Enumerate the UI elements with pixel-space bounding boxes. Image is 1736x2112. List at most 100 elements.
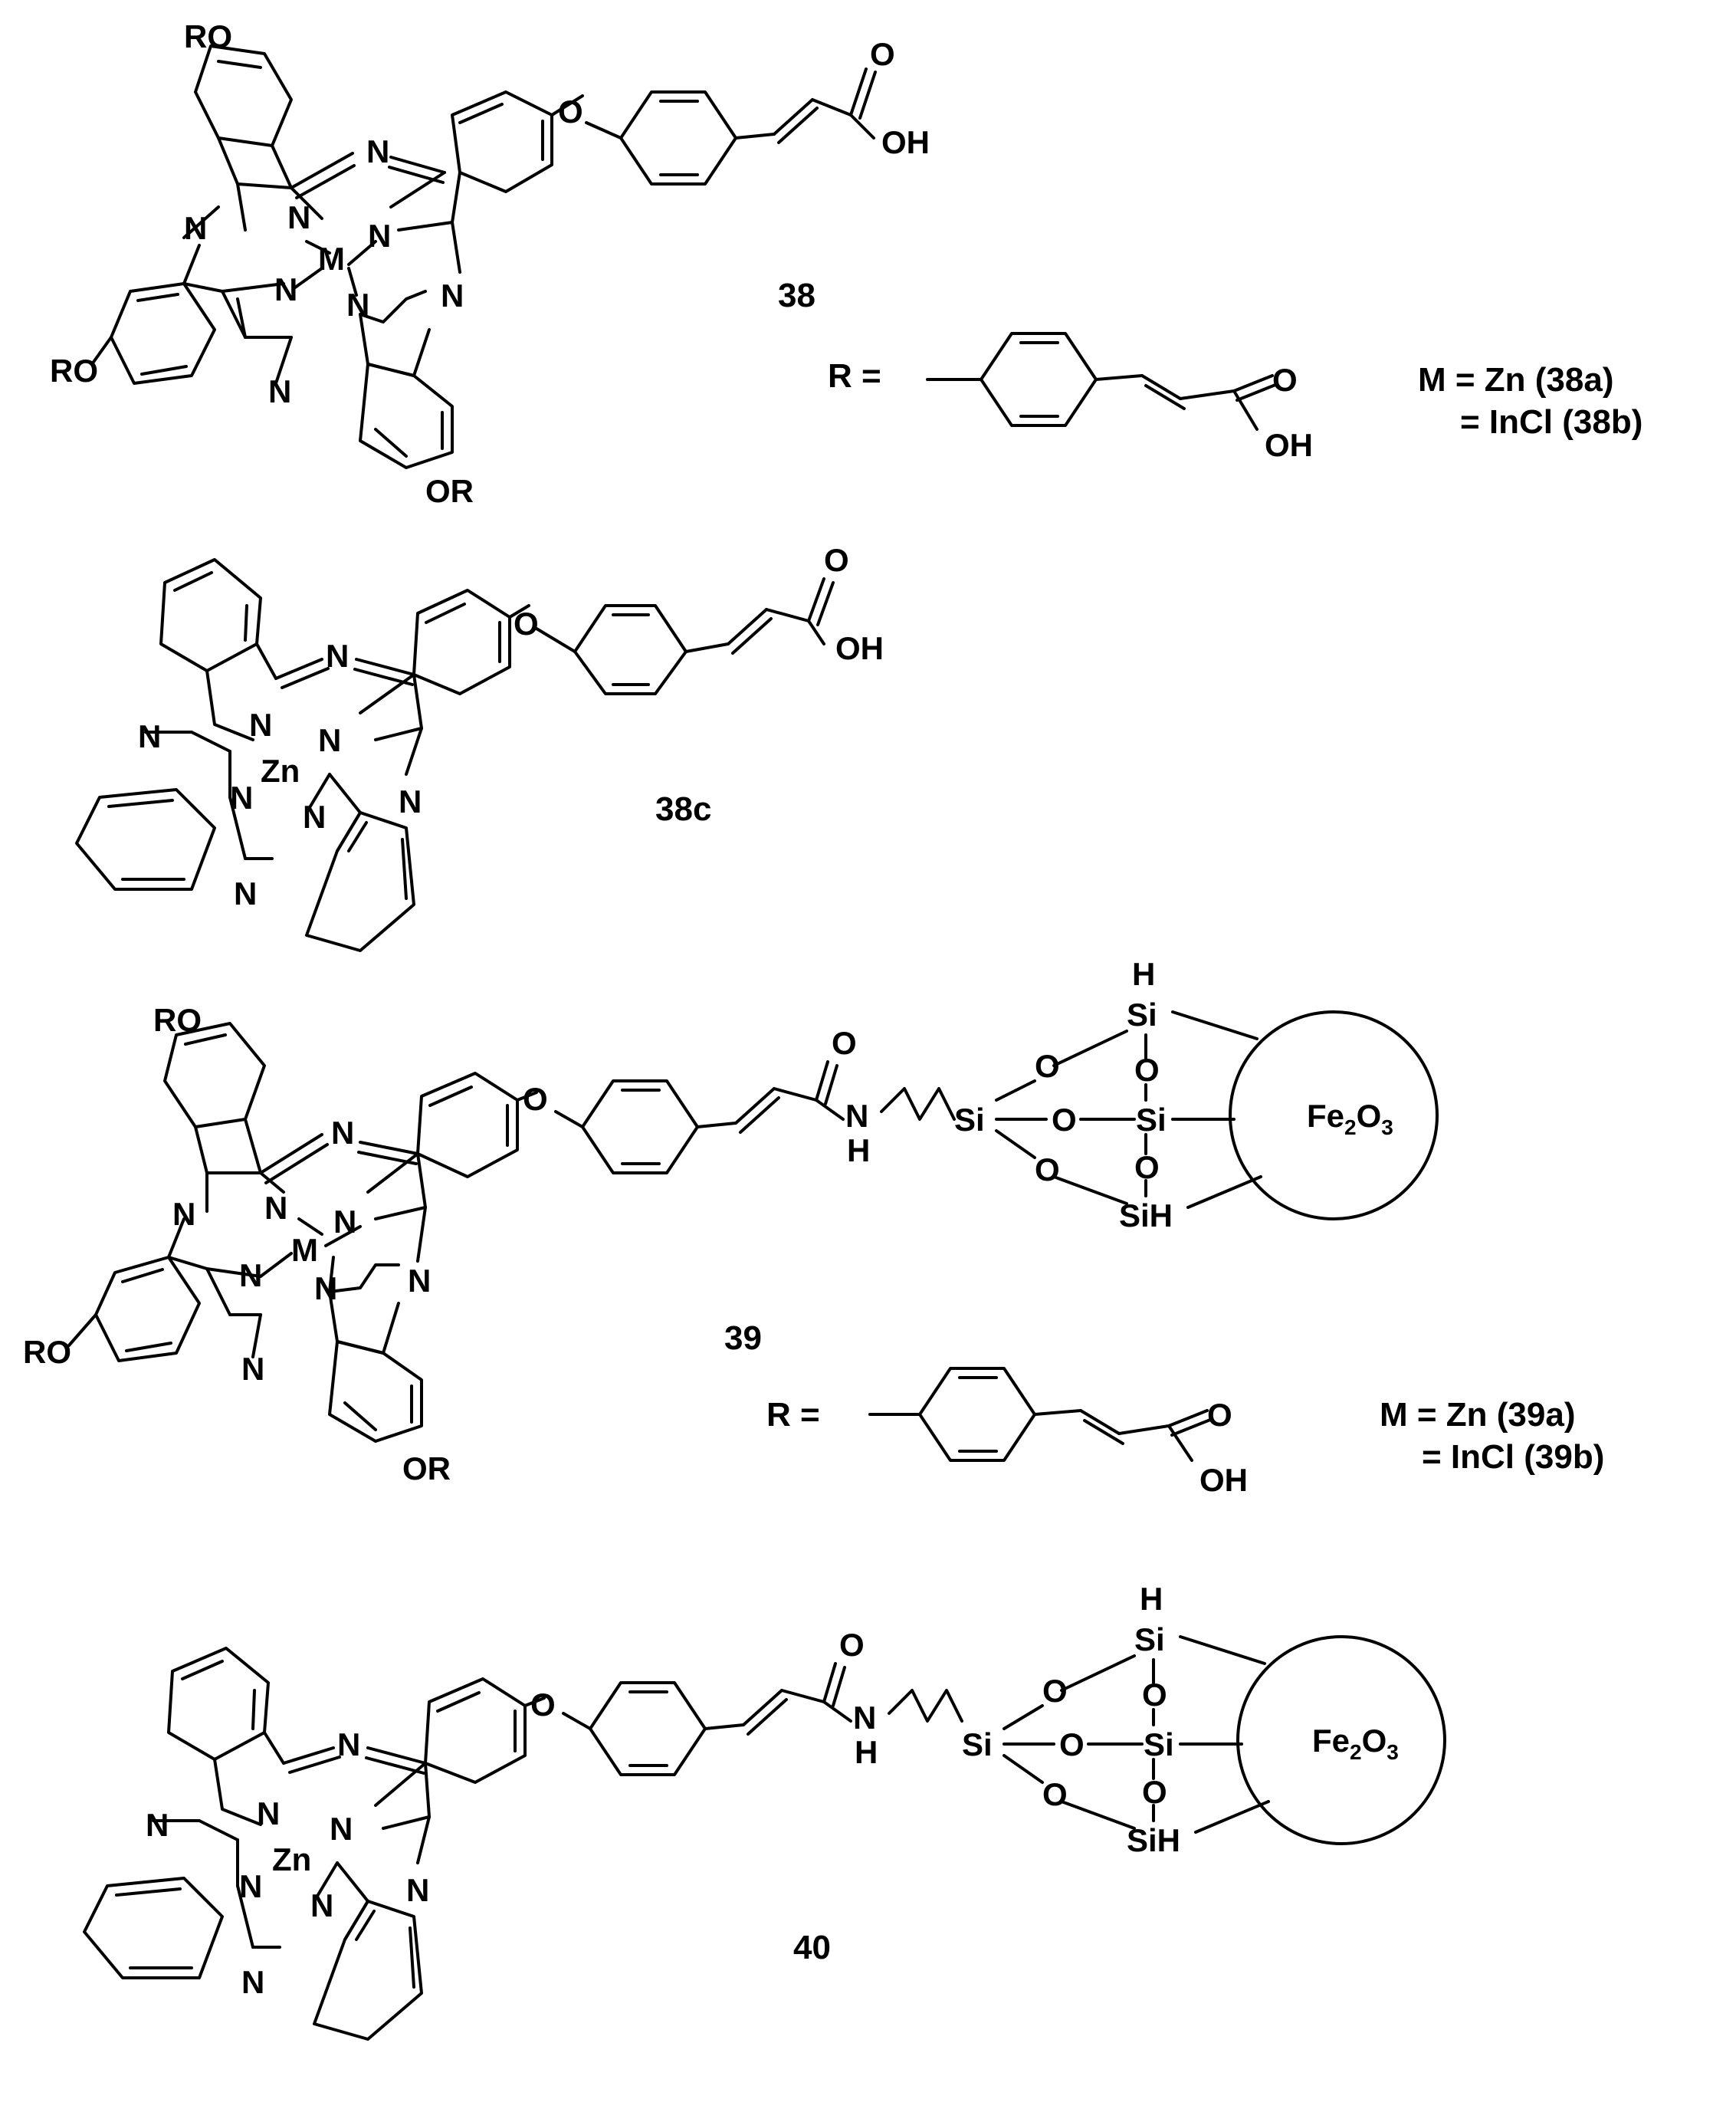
phenyl-ring-40 xyxy=(589,1681,707,1776)
structure-38 xyxy=(90,44,877,469)
label-n: N xyxy=(368,218,391,254)
label-n: N xyxy=(314,1270,337,1306)
label-o: O xyxy=(1134,1052,1160,1088)
metal-definition-38-line2: = InCl (38b) xyxy=(1460,403,1642,441)
label-m: M xyxy=(318,241,345,277)
r-substituent-39: R = O OH xyxy=(766,1367,1248,1498)
label-fe2o3: Fe2O3 xyxy=(1312,1723,1399,1764)
label-n: N xyxy=(138,718,161,754)
label-zn: Zn xyxy=(272,1841,311,1877)
structure-40 xyxy=(83,1635,1446,2041)
label-n: N xyxy=(337,1726,360,1762)
label-si: Si xyxy=(1134,1621,1165,1657)
propyl-linker xyxy=(888,1689,963,1723)
label-n: N xyxy=(331,1115,354,1151)
atom-labels-38: RO N O O OH N N N M N N N N RO OR 38 xyxy=(50,18,930,509)
label-n: N xyxy=(239,1868,262,1904)
label-o-carbonyl: O xyxy=(1207,1397,1232,1433)
label-n: N xyxy=(310,1887,333,1923)
label-ro-2: RO xyxy=(50,353,98,389)
label-oh: OH xyxy=(1199,1462,1248,1498)
label-o: O xyxy=(1134,1149,1160,1185)
benzo-ring-top-left xyxy=(194,44,293,147)
benzo-ring-bottom xyxy=(305,811,415,952)
label-n: N xyxy=(239,1257,262,1293)
benzo-ring-bottom xyxy=(313,1900,423,2041)
label-m: M xyxy=(291,1232,318,1268)
label-n: N xyxy=(146,1807,169,1843)
fe2o3-particle xyxy=(1236,1635,1446,1845)
phenyl-ring-38c xyxy=(573,604,688,695)
label-o: O xyxy=(514,606,539,642)
label-si: Si xyxy=(1144,1726,1174,1762)
atom-labels-38c: N O O OH N N N Zn N N N N 38c xyxy=(138,542,884,911)
label-n: N xyxy=(318,722,341,758)
label-nh-n: N xyxy=(845,1098,868,1134)
pyrrole-top-left xyxy=(217,136,293,189)
compound-label-40: 40 xyxy=(793,1929,831,1966)
label-nh-n: N xyxy=(853,1700,876,1736)
label-o: O xyxy=(1142,1677,1167,1713)
label-nh-h: H xyxy=(847,1132,870,1168)
r-equals-label: R = xyxy=(766,1396,820,1434)
structure-39 xyxy=(67,1010,1439,1443)
metal-definition-39-line2: = InCl (39b) xyxy=(1422,1438,1604,1476)
label-n: N xyxy=(326,638,349,674)
benzo-ring-bottom-left xyxy=(110,282,216,385)
phenyl-ring-r xyxy=(980,332,1098,427)
propyl-linker xyxy=(880,1087,956,1121)
fe2o3-particle xyxy=(1229,1010,1439,1220)
compound-label-39: 39 xyxy=(724,1319,762,1357)
structure-38c xyxy=(75,558,835,952)
label-n: N xyxy=(330,1811,353,1847)
label-sih: SiH xyxy=(1127,1822,1180,1858)
compound-label-38c: 38c xyxy=(655,790,711,828)
metal-definition-39-line1: M = Zn (39a) xyxy=(1380,1396,1576,1434)
label-o: O xyxy=(1042,1776,1068,1812)
label-si: Si xyxy=(1127,997,1157,1033)
label-o: O xyxy=(530,1687,556,1723)
label-o: O xyxy=(1035,1048,1060,1084)
label-ro-1: RO xyxy=(153,1002,202,1038)
benzo-ring-bottom-left xyxy=(83,1877,224,1979)
label-ro-1: RO xyxy=(184,18,232,54)
label-o-carbonyl: O xyxy=(1272,362,1298,398)
label-fe2o3: Fe2O3 xyxy=(1307,1098,1393,1139)
label-si: Si xyxy=(962,1726,993,1762)
benzo-ring-bottom-left xyxy=(75,788,216,891)
benzo-ring-bottom xyxy=(328,1340,423,1443)
label-oh: OH xyxy=(1265,427,1313,463)
label-n: N xyxy=(408,1263,431,1299)
label-o: O xyxy=(558,94,583,130)
phenyl-ring-r xyxy=(918,1367,1036,1462)
label-n: N xyxy=(366,133,389,169)
label-n: N xyxy=(441,278,464,314)
label-n: N xyxy=(406,1872,429,1908)
label-n: N xyxy=(172,1196,195,1232)
label-nh-h: H xyxy=(855,1734,878,1770)
label-o-carbonyl: O xyxy=(824,542,849,578)
label-o: O xyxy=(523,1081,548,1117)
label-si: Si xyxy=(1136,1102,1167,1138)
label-n: N xyxy=(230,780,253,816)
label-sih: SiH xyxy=(1119,1197,1173,1233)
label-n: N xyxy=(257,1795,280,1831)
label-o-carbonyl: O xyxy=(870,36,895,72)
label-or: OR xyxy=(402,1450,451,1486)
r-substituent-38: R = O OH xyxy=(828,332,1313,463)
label-o: O xyxy=(1035,1151,1060,1187)
r-equals-label: R = xyxy=(828,357,881,395)
label-n: N xyxy=(287,199,310,235)
label-n: N xyxy=(241,1964,264,2000)
label-n: N xyxy=(184,210,207,246)
label-n: N xyxy=(399,783,422,820)
label-o-carbonyl: O xyxy=(839,1627,865,1663)
atom-labels-40: N O O N H Si O O O H Si O Si O SiH Fe2O3… xyxy=(146,1581,1399,2000)
label-oh: OH xyxy=(835,630,884,666)
label-n: N xyxy=(268,373,291,409)
label-o: O xyxy=(1142,1774,1167,1810)
phenyl-ring-38 xyxy=(619,90,737,186)
phenyl-ring-39 xyxy=(581,1079,699,1174)
label-n: N xyxy=(234,875,257,911)
